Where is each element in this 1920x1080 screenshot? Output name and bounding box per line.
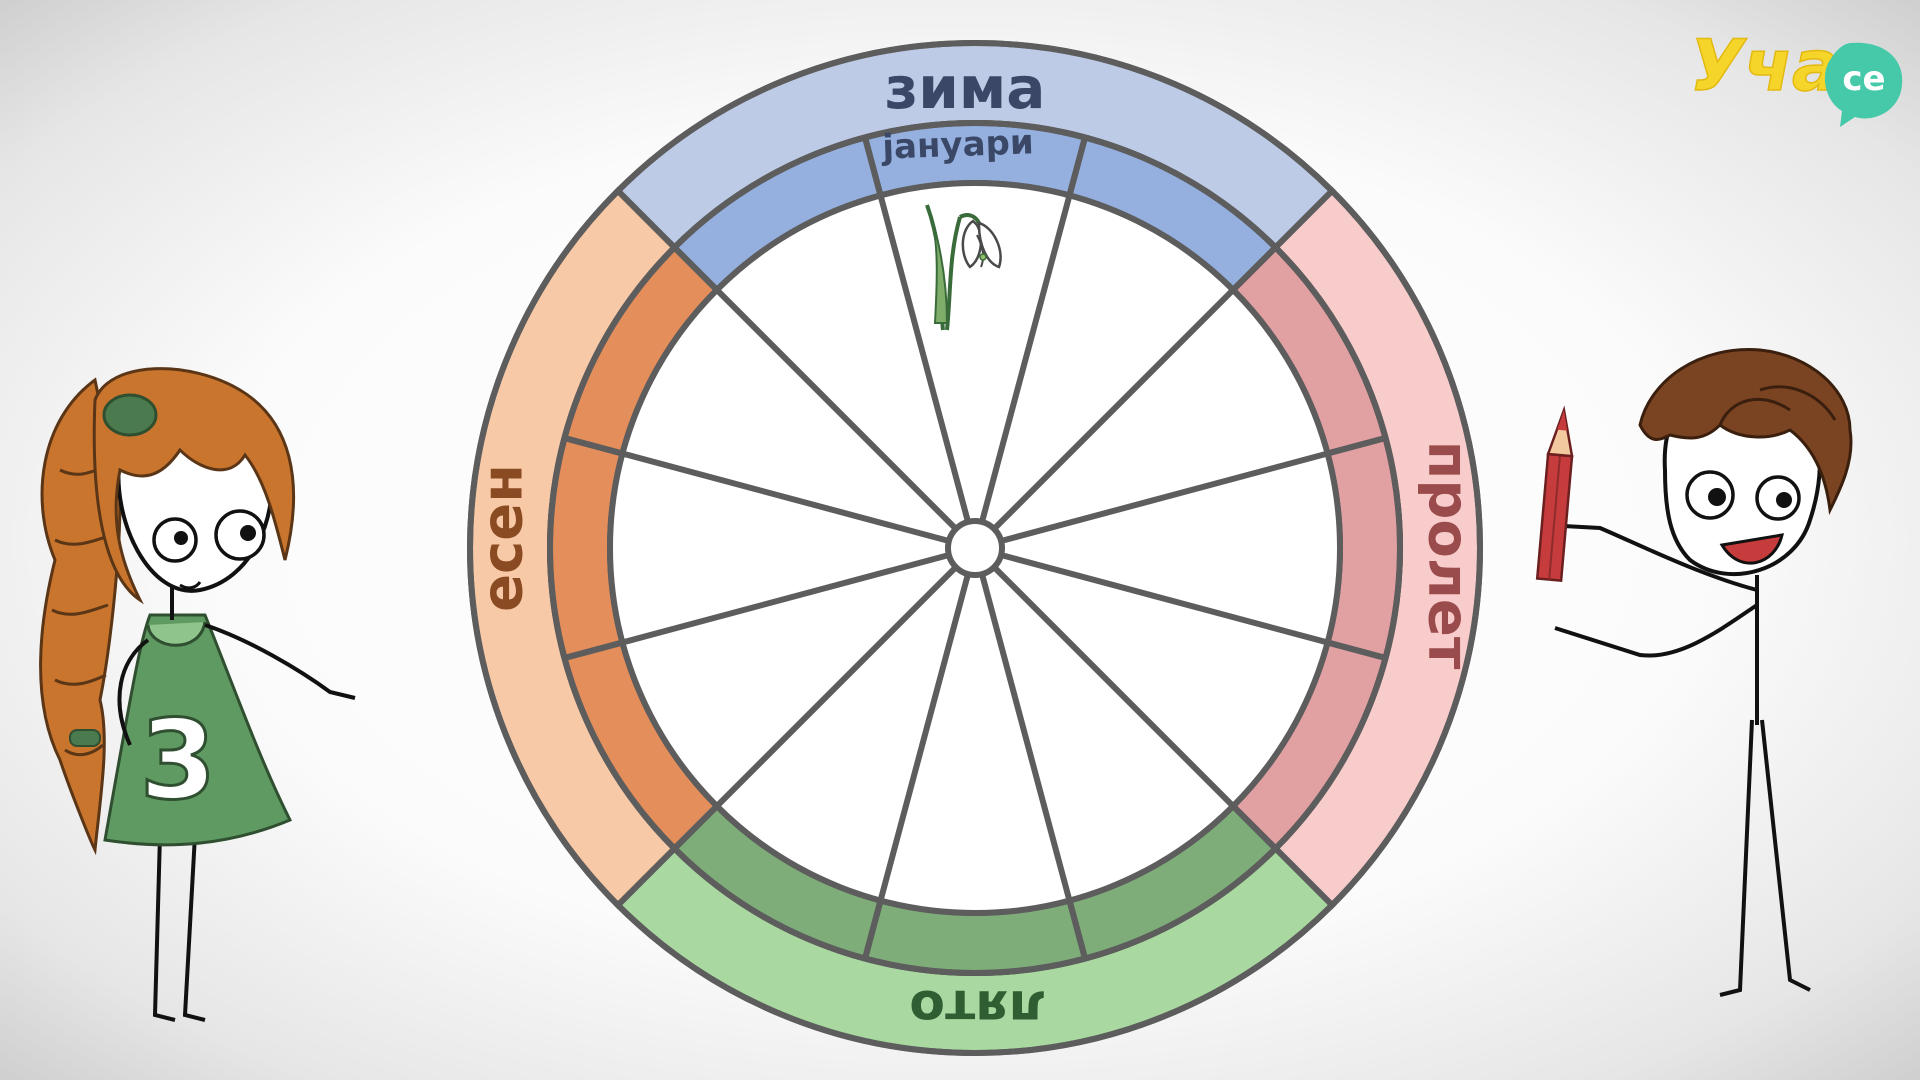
wheel-spoke: [1000, 552, 1387, 661]
wheel-hub: [945, 518, 1005, 578]
season-label-spring: пролет: [1416, 441, 1481, 670]
season-wheel: зима пролет лято есен јануари: [467, 40, 1483, 1056]
wheel-spoke: [991, 245, 1278, 532]
girl-eye-right: [214, 509, 266, 561]
girl-hair-scrunchie: [102, 393, 158, 437]
boy-arm-lower: [1554, 603, 1759, 658]
month-label-january: јануари: [880, 122, 1035, 167]
wheel-spoke: [672, 245, 959, 532]
season-label-summer: лято: [909, 978, 1046, 1038]
wheel-outer-rim: [467, 40, 1483, 1056]
brand-logo: Учa се: [1689, 24, 1903, 128]
wheel-spoke: [979, 136, 1088, 523]
wheel-spoke: [991, 564, 1278, 851]
logo-text: Учa: [1690, 25, 1839, 107]
boy-right-leg: [1760, 719, 1811, 992]
logo-badge-text: се: [1842, 59, 1885, 99]
season-label-winter: зима: [885, 54, 1046, 122]
boy-character: [1535, 348, 1853, 997]
boy-mouth: [1719, 533, 1784, 565]
wheel-spoke: [1000, 435, 1387, 544]
girl-arm-right: [204, 623, 356, 700]
girl-left-leg: [152, 834, 176, 1022]
girl-character: 3: [39, 367, 356, 1022]
wheel-spoke: [563, 552, 950, 661]
wheel-spoke: [563, 435, 950, 544]
wheel-inner-rim: [607, 180, 1343, 916]
pencil-icon: [1535, 405, 1574, 582]
girl-arm-left: [117, 638, 150, 746]
wheel-spoke: [672, 564, 959, 851]
wheel-spoke: [862, 136, 971, 523]
girl-shirt-number: 3: [140, 696, 217, 824]
wheel-spokes: [563, 136, 1387, 960]
boy-arm-upper: [1544, 523, 1758, 592]
wheel-spoke: [862, 573, 971, 960]
boy-left-leg: [1719, 719, 1754, 997]
wheel-spoke: [979, 573, 1088, 960]
season-label-autumn: есен: [471, 464, 536, 612]
girl-right-leg: [182, 834, 206, 1022]
girl-dress: [103, 613, 293, 847]
snowdrop-icon: [925, 204, 1002, 331]
logo-badge: се: [1824, 42, 1903, 128]
wheel-mid-rim: [547, 120, 1403, 976]
